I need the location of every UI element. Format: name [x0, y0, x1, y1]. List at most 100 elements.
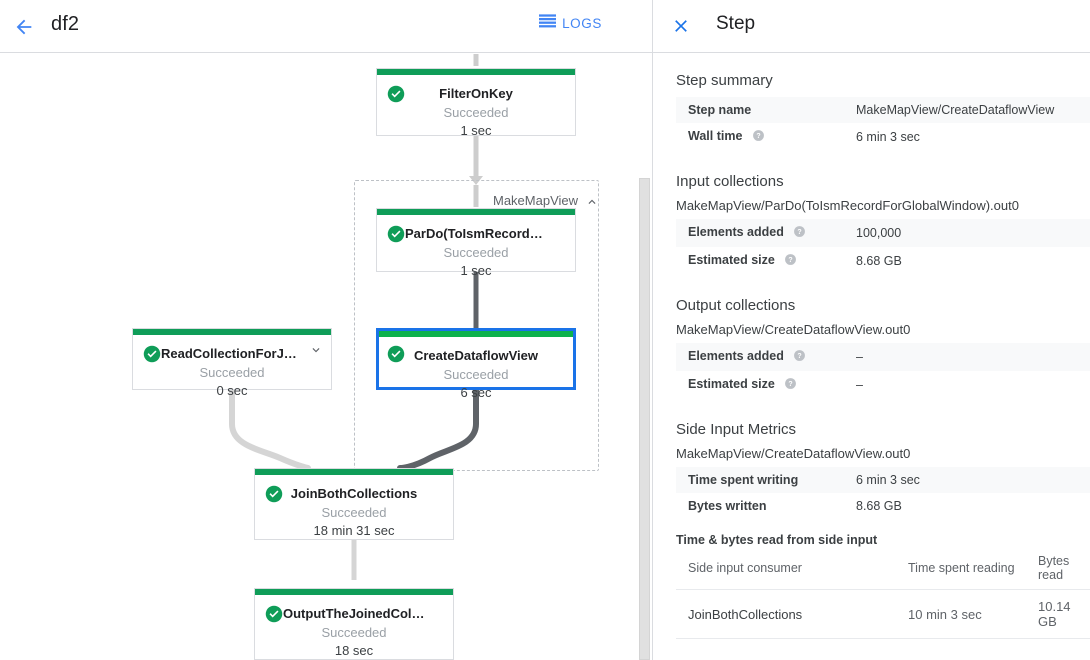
chevron-up-icon[interactable] [585, 195, 599, 209]
svg-text:?: ? [789, 381, 793, 388]
chevron-down-icon[interactable] [309, 343, 323, 357]
graph-node-pardo[interactable]: ParDo(ToIsmRecordFor… Succeeded 1 sec [376, 208, 576, 278]
job-graph-canvas[interactable]: MakeMapView FilterOnKey Succeeded [0, 54, 652, 660]
step-summary-heading: Step summary [676, 72, 773, 89]
node-name: ParDo(ToIsmRecordFor… [405, 226, 564, 241]
node-name: CreateDataflowView [413, 348, 539, 363]
row-value: – [856, 378, 863, 392]
job-graph-pane: df2 LOGS [0, 0, 652, 660]
row-value: MakeMapView/CreateDataflowView [856, 103, 1055, 117]
row-key: Step name [688, 103, 752, 117]
help-icon[interactable]: ? [784, 253, 797, 269]
help-icon[interactable]: ? [784, 377, 797, 393]
graph-node-filteronkey[interactable]: FilterOnKey Succeeded 1 sec [376, 68, 576, 138]
step-panel-header: Step [653, 0, 1090, 53]
help-icon[interactable]: ? [793, 225, 806, 241]
graph-scrollbar-thumb[interactable] [639, 178, 650, 660]
step-details-content: Step summary Step name MakeMapView/Creat… [653, 54, 1090, 660]
row-key: Estimated size [688, 253, 775, 267]
row-value: 8.68 GB [856, 254, 902, 268]
step-panel-title: Step [716, 13, 756, 34]
cell-time-reading: 10 min 3 sec [896, 589, 1026, 639]
check-circle-icon [265, 605, 283, 623]
table-row: Estimated size ? – [676, 371, 1090, 399]
check-circle-icon [265, 485, 283, 503]
output-collections-heading: Output collections [676, 297, 796, 314]
node-duration: 18 sec [334, 643, 374, 658]
table-row: Elements added ? – [676, 343, 1090, 371]
node-duration: 1 sec [460, 263, 492, 278]
table-row: Estimated size ? 8.68 GB [676, 247, 1090, 275]
table-row: Step name MakeMapView/CreateDataflowView [676, 97, 1090, 123]
table-row[interactable]: JoinBothCollections 10 min 3 sec 10.14 G… [676, 589, 1090, 639]
list-icon [539, 14, 557, 33]
row-value: 100,000 [856, 226, 902, 240]
node-name: FilterOnKey [439, 86, 513, 101]
table-header-row: Side input consumer Time spent reading B… [676, 551, 1090, 590]
node-duration: 0 sec [216, 383, 248, 398]
output-collections-table: Elements added ? – Estimated size [676, 343, 1090, 399]
node-status-bar [255, 589, 453, 595]
node-status-bar [379, 331, 573, 337]
svg-text:?: ? [789, 257, 793, 264]
node-name: ReadCollectionForJoin [161, 346, 304, 361]
side-input-metrics-heading: Side Input Metrics [676, 421, 797, 438]
svg-text:?: ? [756, 133, 760, 140]
output-collection-path: MakeMapView/CreateDataflowView.out0 [676, 322, 911, 337]
logs-button[interactable]: LOGS [539, 14, 602, 33]
node-status-bar [133, 329, 331, 335]
side-input-metrics-table: Time spent writing 6 min 3 sec Bytes wri… [676, 467, 1090, 519]
page-title: df2 [51, 13, 80, 35]
column-header-consumer: Side input consumer [676, 551, 896, 590]
graph-node-readcollectionforjoin[interactable]: ReadCollectionForJoin Succeeded 0 sec [132, 328, 332, 398]
svg-text:?: ? [798, 229, 802, 236]
job-header: df2 LOGS [0, 0, 652, 53]
check-circle-icon [143, 345, 161, 363]
svg-text:?: ? [798, 353, 802, 360]
help-icon[interactable]: ? [793, 349, 806, 365]
node-name: OutputTheJoinedCollec… [283, 606, 443, 621]
table-row: Bytes written 8.68 GB [676, 493, 1090, 519]
row-key: Wall time [688, 129, 743, 143]
node-duration: 18 min 31 sec [313, 523, 395, 538]
step-summary-table: Step name MakeMapView/CreateDataflowView… [676, 97, 1090, 151]
node-status: Succeeded [443, 367, 509, 382]
check-circle-icon [387, 345, 405, 363]
check-circle-icon [387, 225, 405, 243]
row-key: Elements added [688, 349, 784, 363]
edge-readcollection-to-join [229, 385, 311, 471]
help-icon[interactable]: ? [752, 129, 765, 145]
row-key: Estimated size [688, 377, 775, 391]
row-value: 6 min 3 sec [856, 130, 920, 144]
edge-createview-to-join [397, 385, 479, 471]
node-status: Succeeded [321, 625, 387, 640]
node-status: Succeeded [199, 365, 265, 380]
graph-node-createdataflowview[interactable]: CreateDataflowView Succeeded 6 sec [376, 328, 576, 400]
row-value: 8.68 GB [856, 499, 902, 513]
row-value: – [856, 350, 863, 364]
table-row: Time spent writing 6 min 3 sec [676, 467, 1090, 493]
node-status-bar [377, 69, 575, 75]
node-status: Succeeded [443, 245, 509, 260]
graph-node-joinbothcollections[interactable]: JoinBothCollections Succeeded 18 min 31 … [254, 468, 454, 540]
row-value: 6 min 3 sec [856, 473, 920, 487]
logs-label: LOGS [562, 16, 602, 31]
close-icon[interactable] [667, 12, 695, 40]
input-collection-path: MakeMapView/ParDo(ToIsmRecordForGlobalWi… [676, 198, 1019, 213]
node-status-bar [377, 209, 575, 215]
check-circle-icon [387, 85, 405, 103]
row-key: Elements added [688, 225, 784, 239]
node-status: Succeeded [321, 505, 387, 520]
table-row: Wall time ? 6 min 3 sec [676, 123, 1090, 151]
row-key: Bytes written [688, 499, 767, 513]
cell-bytes-read: 10.14 GB [1026, 589, 1090, 639]
pane-divider [652, 0, 653, 660]
group-box-makemapview[interactable] [354, 180, 599, 471]
node-status: Succeeded [443, 105, 509, 120]
node-duration: 1 sec [460, 123, 492, 138]
column-header-bytes-read: Bytes read [1026, 551, 1090, 590]
group-label-makemapview: MakeMapView [493, 193, 579, 208]
graph-node-outputthejoinedcollection[interactable]: OutputTheJoinedCollec… Succeeded 18 sec [254, 588, 454, 660]
arrow-left-icon[interactable] [8, 11, 40, 43]
